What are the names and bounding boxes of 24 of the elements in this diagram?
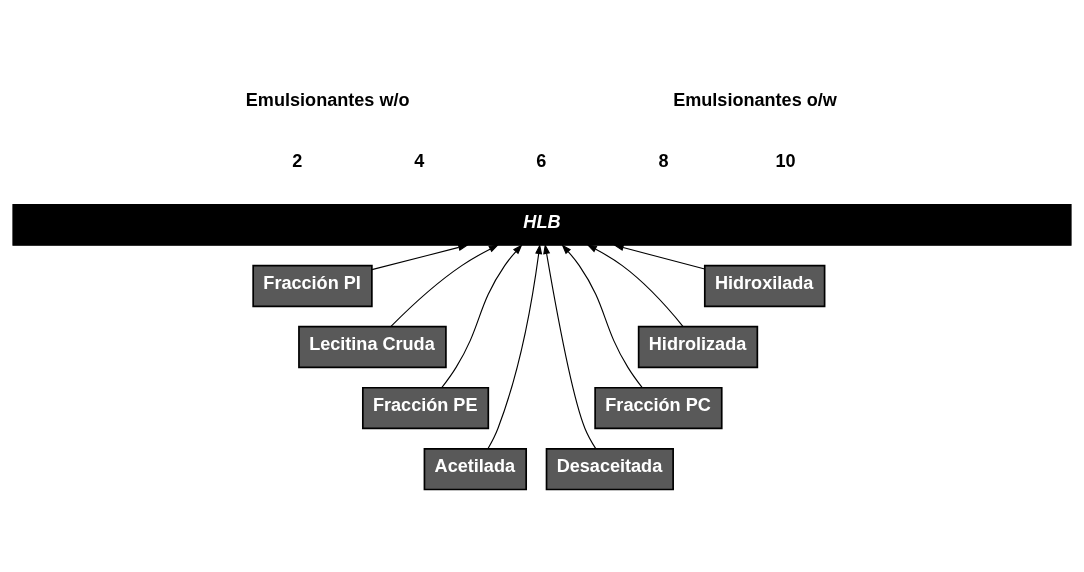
label: 10 xyxy=(775,151,796,172)
node-box: Fracción PC xyxy=(594,386,723,430)
label: 4 xyxy=(414,151,425,172)
arrow xyxy=(543,243,597,450)
arrow xyxy=(487,243,543,449)
node-box: HLB xyxy=(12,204,1072,246)
label: 6 xyxy=(536,151,547,172)
arrow xyxy=(441,244,523,388)
node-box: Desaceitada xyxy=(545,447,674,491)
label: Emulsionantes w/o xyxy=(245,90,410,111)
node-box: Hidroxilada xyxy=(703,264,826,308)
node-box: Hidrolizada xyxy=(637,325,759,369)
label: 2 xyxy=(292,151,303,172)
node-box: Fracción PI xyxy=(252,264,373,308)
arrow xyxy=(371,244,469,271)
arrow xyxy=(613,244,706,270)
node-box: Lecitina Cruda xyxy=(298,325,447,369)
arrow xyxy=(390,244,499,327)
label: Emulsionantes o/w xyxy=(673,90,837,111)
arrow xyxy=(561,244,643,388)
arrow xyxy=(586,244,684,328)
label: 8 xyxy=(658,151,669,172)
node-box: Acetilada xyxy=(423,447,527,491)
node-box: Fracción PE xyxy=(361,386,490,430)
